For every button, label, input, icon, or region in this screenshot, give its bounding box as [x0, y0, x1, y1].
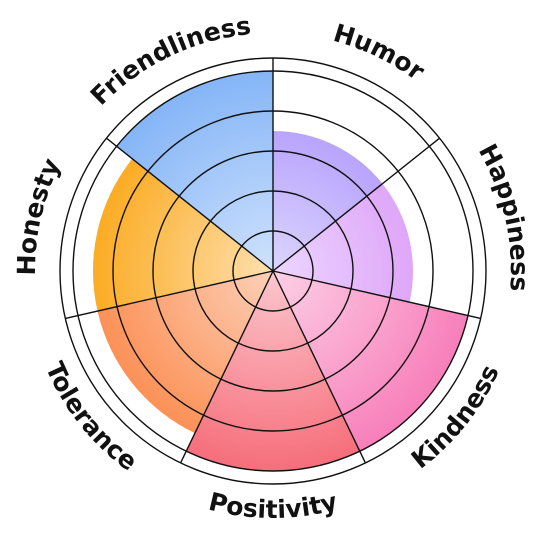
wedge-humor	[273, 131, 383, 271]
grid-spokes	[65, 58, 481, 464]
grid-spoke	[272, 270, 481, 320]
wedge-positivity	[186, 271, 360, 471]
grid-spoke	[179, 270, 274, 464]
wedge-fills	[93, 71, 468, 471]
wedge-friendliness	[116, 71, 274, 271]
label-honesty: Honesty	[12, 154, 66, 276]
grid-spoke	[106, 137, 274, 272]
label-positivity: Positivity	[206, 487, 340, 524]
grid-spoke	[272, 270, 367, 464]
wedge-kindness	[273, 271, 468, 452]
grid-spoke	[272, 137, 440, 272]
label-happiness: Happiness	[473, 139, 534, 292]
label-humor: Humor	[330, 18, 430, 86]
wedge-honesty	[93, 158, 273, 312]
grid-spoke	[65, 270, 274, 320]
